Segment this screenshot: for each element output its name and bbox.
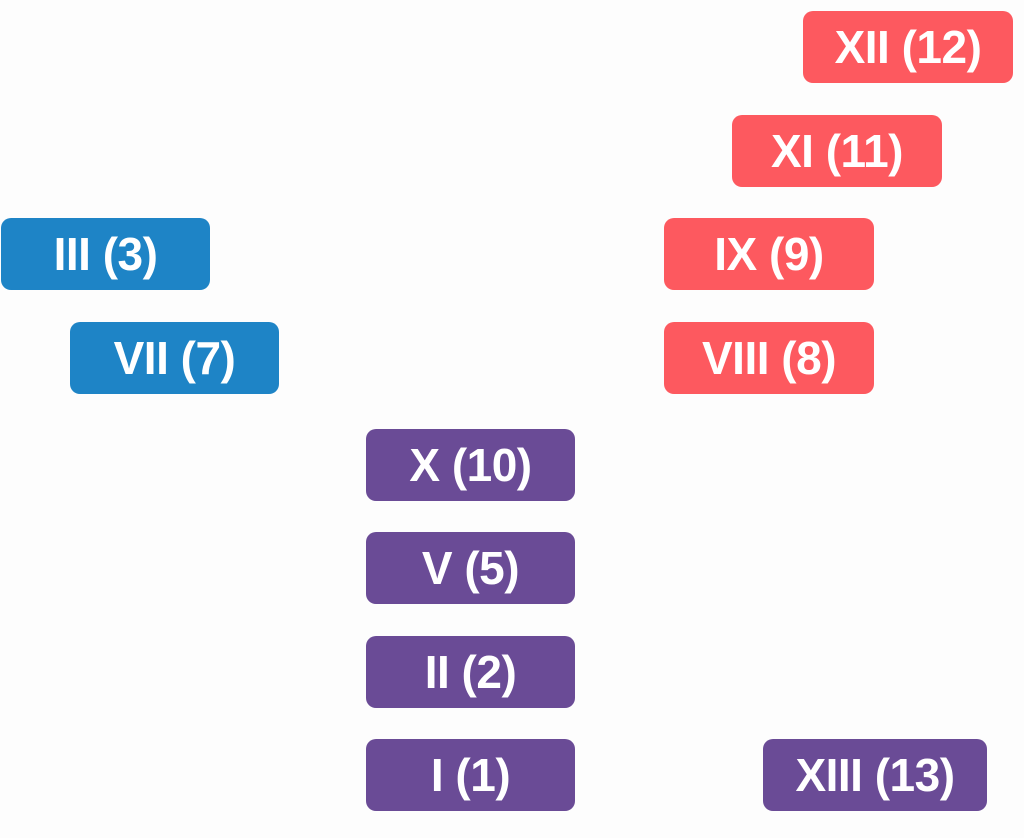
tile-x: X (10) [366, 429, 575, 501]
tile-vii: VII (7) [70, 322, 279, 394]
tile-xii-label: XII (12) [834, 21, 982, 73]
tile-xiii-label: XIII (13) [795, 749, 955, 801]
tile-viii-label: VIII (8) [701, 332, 837, 384]
tile-ix-label: IX (9) [714, 228, 824, 280]
tile-xi: XI (11) [732, 115, 942, 187]
tile-iii-label: III (3) [53, 228, 158, 280]
tile-i-label: I (1) [430, 749, 511, 801]
tile-v-label: V (5) [421, 542, 520, 594]
tile-xiii: XIII (13) [763, 739, 987, 811]
tile-i: I (1) [366, 739, 575, 811]
tile-v: V (5) [366, 532, 575, 604]
tile-ii: II (2) [366, 636, 575, 708]
tile-viii: VIII (8) [664, 322, 874, 394]
tile-xii: XII (12) [803, 11, 1013, 83]
tile-x-label: X (10) [409, 439, 532, 491]
tile-xi-label: XI (11) [770, 125, 904, 177]
tile-vii-label: VII (7) [113, 332, 236, 384]
tile-ii-label: II (2) [424, 646, 517, 698]
tile-iii: III (3) [1, 218, 210, 290]
tile-ix: IX (9) [664, 218, 874, 290]
